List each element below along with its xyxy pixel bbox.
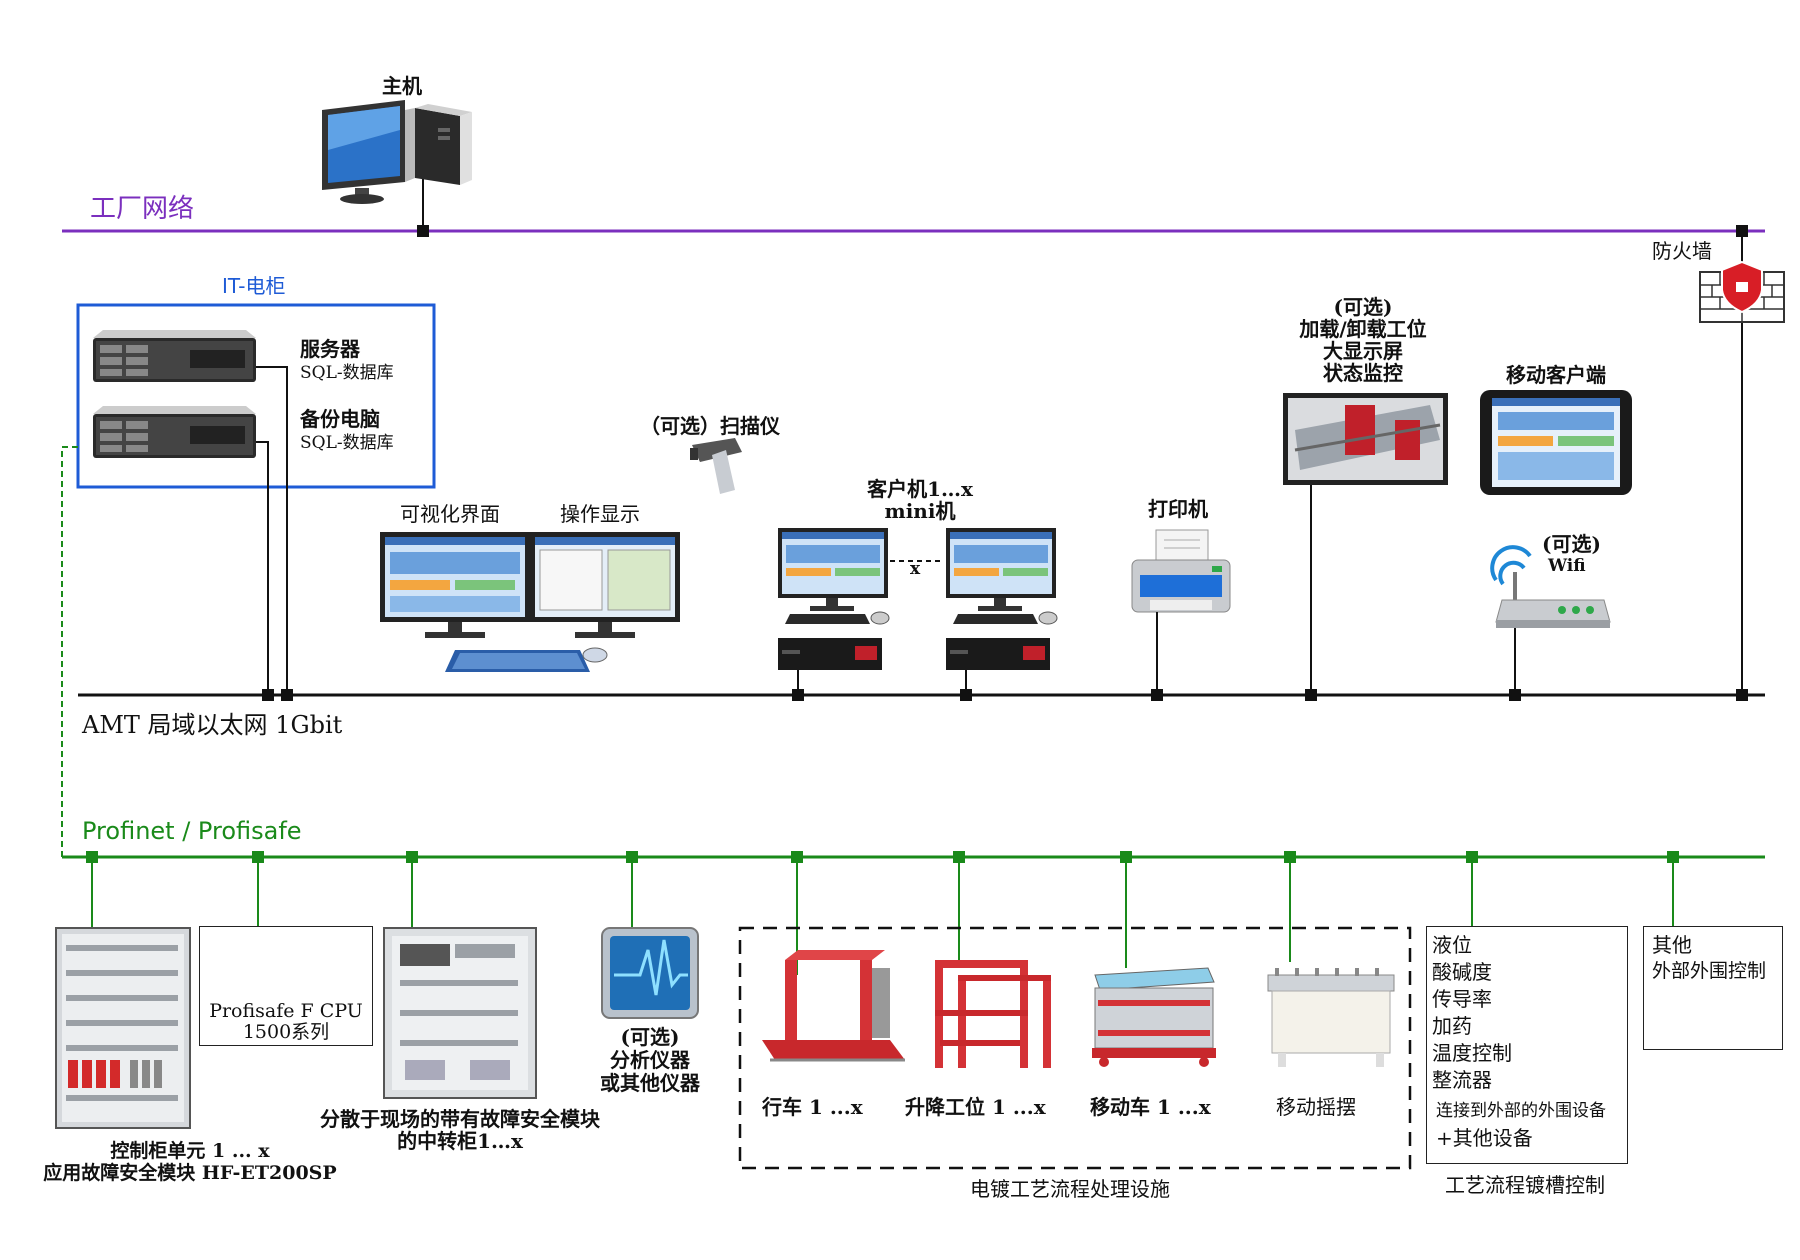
client-x-label: x — [910, 559, 921, 579]
other-control-label: 其他 — [1652, 933, 1692, 957]
crane-icon — [762, 950, 905, 1062]
client-label: 客户机1…x — [867, 477, 973, 501]
backup-label: 备份电脑 — [300, 407, 380, 431]
control-cabinet-module-label: 应用故障安全模块 HF-ET200SP — [43, 1162, 337, 1184]
host-label: 主机 — [382, 74, 422, 98]
lift-station-icon — [935, 960, 1051, 1068]
tank-control-item: 加药 — [1432, 1014, 1472, 1038]
lift-station-label: 升降工位 1 ...x — [905, 1095, 1046, 1119]
printer-label: 打印机 — [1148, 497, 1208, 521]
it-cabinet-title: IT-电柜 — [222, 274, 286, 298]
it-cabinet-frame — [76, 303, 436, 489]
wifi-optional-label: (可选) — [1542, 532, 1601, 556]
tank-control-caption: 工艺流程镀槽控制 — [1445, 1173, 1605, 1197]
cart-icon — [1092, 967, 1216, 1067]
amt-lan-label: AMT 局域以太网 1Gbit — [82, 711, 343, 739]
tank-control-item: 液位 — [1432, 933, 1472, 957]
server-icon — [93, 330, 256, 382]
tank-control-item: 温度控制 — [1432, 1041, 1512, 1065]
operation-monitor-icon — [530, 532, 680, 638]
wifi-label: Wifi — [1548, 556, 1586, 576]
plating-group-label: 电镀工艺流程处理设施 — [970, 1177, 1170, 1201]
firewall-icon — [1699, 260, 1785, 323]
client-computer-1-icon — [778, 528, 890, 670]
cpu-label: Profisafe F CPU — [209, 1000, 363, 1022]
client-mini-label: mini机 — [884, 499, 956, 523]
tank-control-item: 传导率 — [1432, 987, 1492, 1011]
large-display-icon — [1283, 393, 1448, 485]
wifi-router-icon — [1490, 545, 1611, 628]
tank-control-box — [1426, 926, 1628, 1164]
host-computer-icon — [322, 100, 472, 204]
swing-tank-icon — [1267, 968, 1395, 1067]
cart-label: 移动车 1 ...x — [1090, 1095, 1211, 1119]
crane-label: 行车 1 ...x — [762, 1095, 863, 1119]
client-computer-2-icon — [946, 528, 1058, 670]
relay-cabinet-sub-label: 的中转柜1…x — [397, 1129, 523, 1153]
analyzer-icon — [601, 927, 699, 1019]
profinet-vertical-link — [61, 446, 78, 857]
analyzer-optional-label: (可选) — [620, 1025, 680, 1049]
operation-display-label: 操作显示 — [560, 502, 640, 526]
scanner-label: （可选）扫描仪 — [640, 414, 780, 438]
backup-db-label: SQL-数据库 — [300, 433, 394, 453]
other-control-peripheral-label: 外部外围控制 — [1652, 960, 1767, 982]
tank-control-external-label: 连接到外部的外围设备 — [1436, 1101, 1606, 1121]
display-screen-label: 大显示屏 — [1323, 339, 1403, 363]
tank-control-item: 整流器 — [1432, 1068, 1492, 1092]
display-monitor-label: 状态监控 — [1323, 361, 1403, 385]
visualization-monitor-icon — [380, 532, 530, 638]
mobile-client-label: 移动客户端 — [1506, 363, 1606, 387]
relay-cabinet-label: 分散于现场的带有故障安全模块 — [320, 1107, 600, 1131]
profinet-label: Profinet / Profisafe — [82, 817, 302, 845]
printer-icon — [1131, 529, 1231, 613]
server-label: 服务器 — [300, 337, 360, 361]
cpu-box — [199, 926, 373, 1046]
control-cabinet-icon — [55, 927, 191, 1129]
tank-control-item: 酸碱度 — [1432, 960, 1492, 984]
backup-computer-icon — [93, 406, 256, 458]
display-optional-label: (可选) — [1333, 295, 1393, 319]
visual-ui-label: 可视化界面 — [400, 502, 500, 526]
server-db-label: SQL-数据库 — [300, 363, 394, 383]
display-station-label: 加载/卸载工位 — [1299, 317, 1427, 341]
relay-cabinet-icon — [383, 927, 537, 1099]
analyzer-other-label: 或其他仪器 — [600, 1071, 700, 1095]
analyzer-label: 分析仪器 — [610, 1048, 690, 1072]
swing-label: 移动摇摆 — [1276, 1095, 1356, 1119]
cpu-series-label: 1500系列 — [242, 1021, 330, 1043]
keyboard-icon — [445, 647, 608, 672]
plating-group-frame — [738, 926, 1412, 1170]
factory-network-label: 工厂网络 — [90, 194, 195, 224]
tank-control-other-label: +其他设备 — [1436, 1126, 1533, 1150]
barcode-scanner-icon — [690, 438, 742, 494]
tablet-icon — [1480, 390, 1632, 495]
control-cabinet-label: 控制柜单元 1 ... x — [110, 1140, 270, 1162]
other-control-box — [1643, 926, 1783, 1050]
firewall-label: 防火墙 — [1652, 239, 1712, 263]
